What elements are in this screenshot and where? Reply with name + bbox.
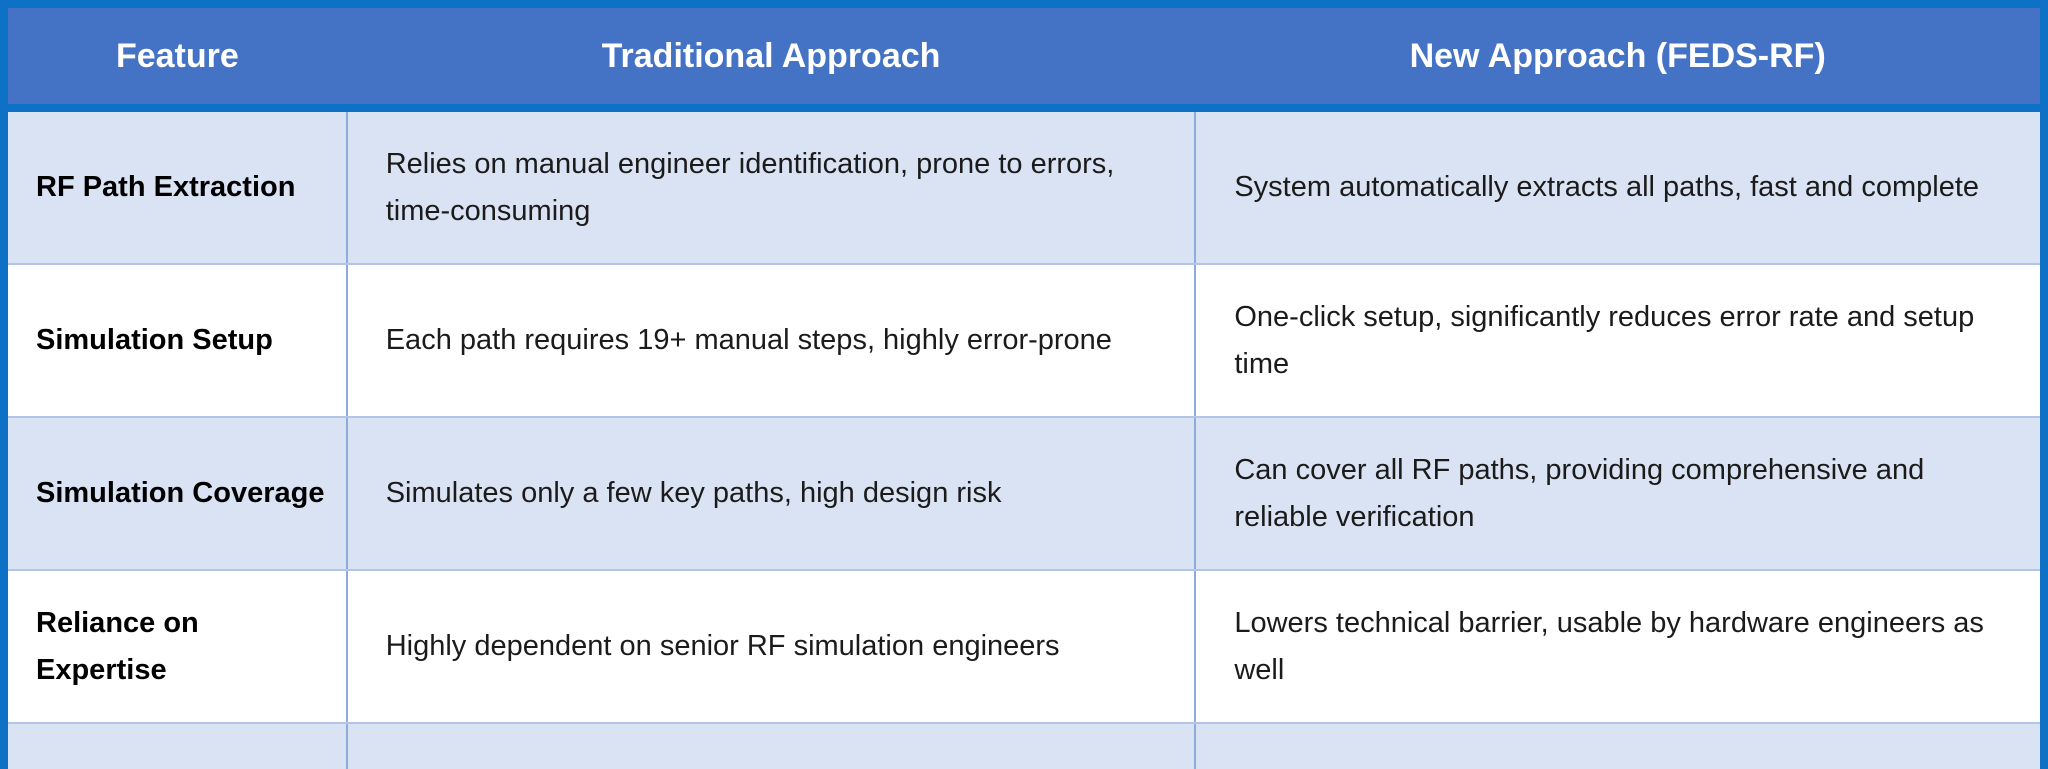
traditional-cell: No standardized format, requires manual … (345, 722, 1197, 769)
traditional-cell: Relies on manual engineer identification… (345, 107, 1197, 265)
header-traditional-approach: Traditional Approach (346, 4, 1196, 112)
new-approach-cell: System automatically extracts all paths,… (1194, 107, 2045, 265)
table-row: Reliance on Expertise Highly dependent o… (3, 569, 2045, 724)
new-approach-cell: Automatically generates standardized sim… (1194, 722, 2045, 769)
traditional-cell: Highly dependent on senior RF simulation… (345, 569, 1197, 724)
table-row: Simulation Setup Each path requires 19+ … (3, 263, 2045, 418)
table-row: RF Path Extraction Relies on manual engi… (3, 107, 2045, 265)
new-approach-cell: One-click setup, significantly reduces e… (1194, 263, 2045, 418)
header-feature: Feature (4, 4, 347, 112)
table-row: Report Generation No standardized format… (3, 722, 2045, 769)
feature-cell: Simulation Setup (3, 263, 348, 418)
header-new-approach: New Approach (FEDS-RF) (1195, 4, 2044, 112)
feature-cell: Reliance on Expertise (3, 569, 348, 724)
traditional-cell: Simulates only a few key paths, high des… (345, 416, 1197, 571)
new-approach-cell: Lowers technical barrier, usable by hard… (1194, 569, 2045, 724)
traditional-cell: Each path requires 19+ manual steps, hig… (345, 263, 1197, 418)
feature-cell: RF Path Extraction (3, 107, 348, 265)
feature-cell: Simulation Coverage (3, 416, 348, 571)
table-header-row: Feature Traditional Approach New Approac… (4, 4, 2044, 112)
feature-cell: Report Generation (3, 722, 348, 769)
table-row: Simulation Coverage Simulates only a few… (3, 416, 2045, 571)
new-approach-cell: Can cover all RF paths, providing compre… (1194, 416, 2045, 571)
